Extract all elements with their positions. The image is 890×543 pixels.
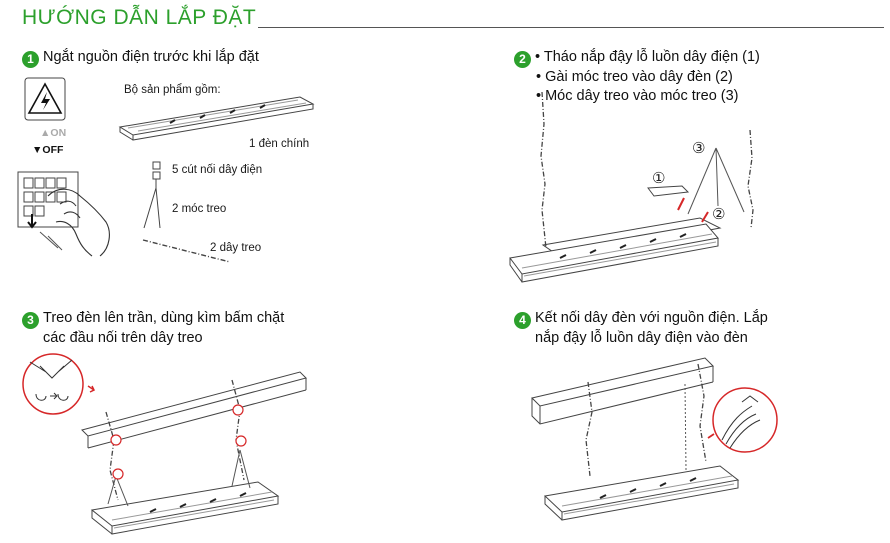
arrow-down-icon: ▼ (32, 144, 43, 156)
main-light-fixture (118, 96, 315, 141)
step-3-line-2: các đầu nối trên dây treo (43, 330, 203, 346)
arrow-up-icon: ▲ (40, 127, 51, 139)
step-2-line-2: • Gài móc treo vào dây đèn (2) (536, 69, 733, 85)
step-4-line-1: Kết nối dây đèn với nguồn điện. Lắp (535, 310, 768, 326)
wiring-detail-icon (707, 387, 778, 453)
hanging-hook-icon (143, 184, 161, 229)
kit-item-connectors: 5 cút nối dây điện (172, 164, 263, 176)
breaker-panel-icon (17, 171, 79, 229)
step-3-fixture (90, 481, 280, 535)
kit-heading: Bộ sản phẩm gồm: (124, 84, 221, 96)
step-3-hanging-wires (105, 379, 251, 507)
pliers-detail-icon (22, 353, 84, 415)
step-2-fixture (509, 217, 722, 283)
step-1-badge: 1 (22, 51, 39, 68)
switch-on-label: ▲ON (40, 127, 67, 139)
callout-2: ② (712, 205, 725, 223)
ceiling-beam (81, 371, 307, 449)
title-divider (258, 27, 884, 28)
callout-3: ③ (692, 139, 705, 157)
step-4-line-2: nắp đậy lỗ luồn dây điện vào đèn (535, 330, 748, 346)
step-3-badge: 3 (22, 312, 39, 329)
kit-item-main-light: 1 đèn chính (249, 138, 310, 150)
step-3-callouts (110, 404, 247, 480)
electrical-warning-icon (24, 77, 66, 121)
step-2-hook-pair (647, 147, 745, 223)
step-4-fixture (543, 465, 740, 521)
step-2-heading: 2• Tháo nắp đậy lỗ luồn dây điện (1) • G… (514, 48, 760, 106)
step-3-line-1: Treo đèn lên trần, dùng kìm bấm chặt (43, 310, 285, 326)
callout-1: ① (652, 169, 665, 187)
page-title: HƯỚNG DẪN LẮP ĐẶT (22, 6, 257, 29)
hanging-wire-icon (142, 239, 231, 263)
step-4-hanging-wires (585, 363, 707, 477)
step-2-hanging-wire-left (540, 91, 547, 249)
step-2-line-3: • Móc dây treo vào móc treo (3) (536, 88, 739, 104)
wire-connector-icon (152, 161, 161, 184)
step-2-line-1: • Tháo nắp đậy lỗ luồn dây điện (1) (535, 49, 760, 65)
switch-off-label: ▼OFF (32, 144, 64, 156)
step-4-badge: 4 (514, 312, 531, 329)
step-4-ceiling-beam (531, 357, 714, 425)
step-1-text: Ngắt nguồn điện trước khi lắp đặt (43, 49, 259, 65)
kit-item-hooks: 2 móc treo (172, 203, 227, 215)
hand-icon (39, 188, 110, 257)
step-2-hanging-wire-right (747, 129, 754, 229)
kit-item-wires: 2 dây treo (210, 242, 262, 254)
red-arrow-icon (87, 385, 96, 393)
step-2-badge: 2 (514, 51, 531, 68)
